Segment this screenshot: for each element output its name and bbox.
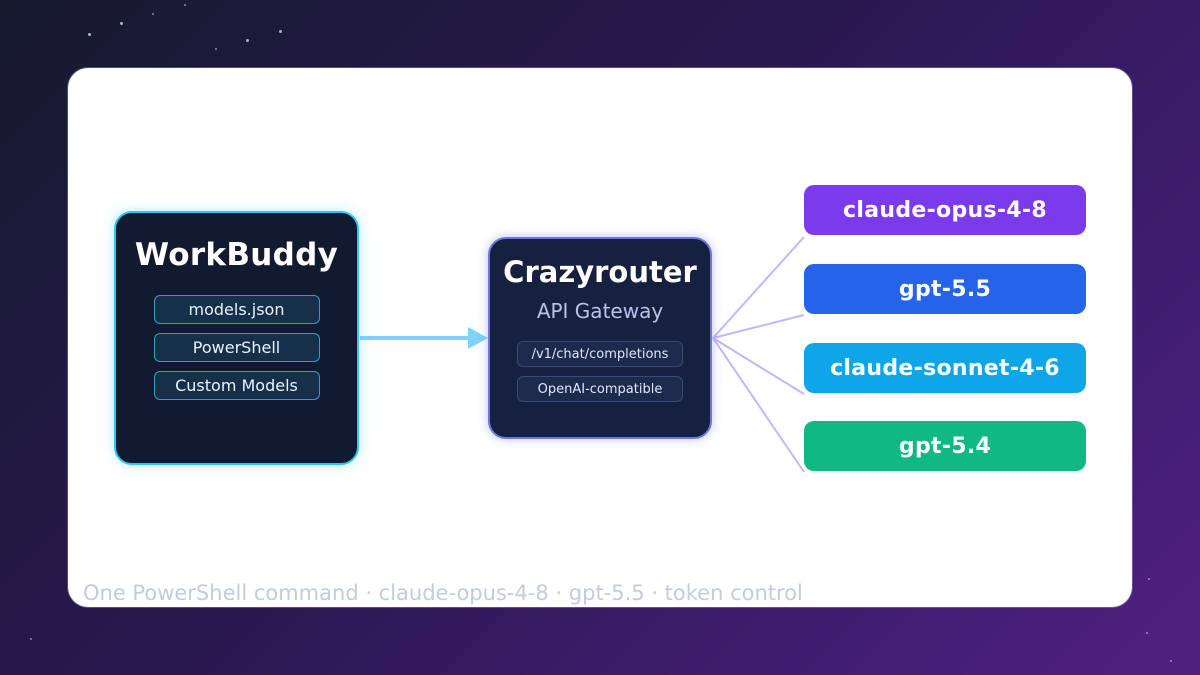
- fanout-line-gpt-5-4: [712, 337, 805, 473]
- model-gpt-5-4: gpt-5.4: [804, 421, 1086, 471]
- star: [152, 13, 154, 15]
- star: [30, 638, 32, 640]
- star: [1148, 578, 1150, 580]
- workbuddy-item-powershell: PowerShell: [153, 333, 320, 362]
- arrowhead-icon: [468, 327, 488, 349]
- router-tag-compat: OpenAI-compatible: [517, 376, 683, 402]
- star: [215, 48, 217, 50]
- star: [246, 39, 249, 42]
- star: [1146, 632, 1148, 634]
- fanout-line-claude-sonnet: [712, 337, 805, 395]
- router-title: Crazyrouter: [503, 255, 697, 289]
- star: [1170, 660, 1172, 662]
- star: [279, 30, 282, 33]
- caption: One PowerShell command · claude-opus-4-8…: [83, 581, 803, 605]
- router-subtitle: API Gateway: [536, 299, 664, 323]
- star: [88, 33, 91, 36]
- workbuddy-node: WorkBuddy models.json PowerShell Custom …: [114, 211, 359, 465]
- crazyrouter-node: Crazyrouter API Gateway /v1/chat/complet…: [488, 237, 712, 439]
- model-claude-opus-4-8: claude-opus-4-8: [804, 185, 1086, 235]
- workbuddy-title: WorkBuddy: [134, 237, 339, 273]
- fanout-line-gpt-5-5: [712, 314, 805, 339]
- fanout-line-claude-opus: [712, 236, 805, 339]
- star: [120, 22, 123, 25]
- star: [184, 4, 186, 6]
- workbuddy-item-custom-models: Custom Models: [153, 371, 320, 400]
- model-gpt-5-5: gpt-5.5: [804, 264, 1086, 314]
- workbuddy-item-models-json: models.json: [153, 295, 320, 324]
- router-tag-endpoint: /v1/chat/completions: [517, 341, 683, 367]
- model-claude-sonnet-4-6: claude-sonnet-4-6: [804, 343, 1086, 393]
